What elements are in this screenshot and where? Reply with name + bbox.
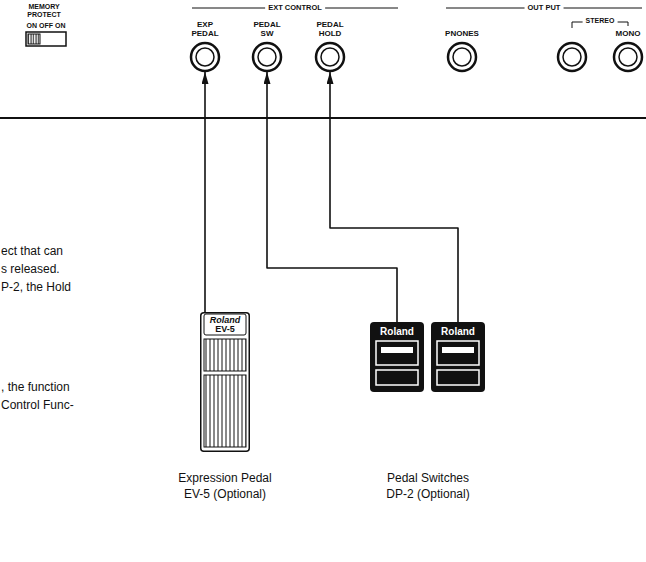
switch-positions: ON OFF ON bbox=[27, 22, 66, 30]
cable bbox=[330, 72, 458, 322]
jack-socket-inner bbox=[258, 48, 276, 66]
jack-socket bbox=[614, 43, 642, 71]
panel-edge bbox=[0, 117, 646, 119]
jack-label: PEDAL HOLD bbox=[313, 20, 347, 38]
model-name: EV-5 bbox=[200, 324, 250, 334]
jack-socket-inner bbox=[563, 48, 581, 66]
jack-socket-inner bbox=[196, 48, 214, 66]
pedal-caption: Expression Pedal EV-5 (Optional) bbox=[167, 470, 283, 502]
group-label: EXT CONTROL bbox=[265, 3, 325, 12]
switch-pad-bar bbox=[381, 347, 413, 353]
jack-socket: PEDAL SW bbox=[245, 18, 289, 72]
cable bbox=[267, 72, 397, 322]
pedal-switch: Roland bbox=[370, 322, 424, 392]
jack-socket: MONO bbox=[610, 18, 646, 72]
jack-socket-inner bbox=[321, 48, 339, 66]
jack-socket: EXP PEDAL bbox=[183, 18, 227, 72]
switch-pad bbox=[376, 341, 418, 365]
jack-socket: PEDAL HOLD bbox=[308, 18, 352, 72]
switch-base bbox=[376, 370, 418, 385]
body-text: , the function bbox=[1, 380, 70, 394]
switch-pad-bar bbox=[442, 347, 474, 353]
jack-socket bbox=[448, 43, 476, 71]
pedal-switch: Roland bbox=[431, 322, 485, 392]
pedal-ridges bbox=[204, 375, 246, 447]
jack-socket-inner bbox=[453, 48, 471, 66]
pedal-ridges bbox=[204, 339, 246, 371]
body-text: ect that can bbox=[1, 244, 63, 258]
brand-logo: Roland bbox=[200, 315, 250, 325]
switch-base bbox=[437, 370, 479, 385]
jack-socket bbox=[253, 43, 281, 71]
pedal-caption: Pedal Switches DP-2 (Optional) bbox=[378, 470, 478, 502]
cable bbox=[204, 72, 206, 312]
panel-label: MEMORY PROTECT bbox=[19, 3, 69, 19]
jack-label: PNONES bbox=[438, 29, 486, 38]
jack-socket-inner bbox=[619, 48, 637, 66]
jack-socket bbox=[316, 43, 344, 71]
body-text: s released. bbox=[1, 262, 60, 276]
body-text: Control Func- bbox=[1, 398, 74, 412]
body-text: P-2, the Hold bbox=[1, 280, 71, 294]
jack-socket bbox=[558, 43, 586, 71]
jack-label: MONO bbox=[612, 29, 644, 38]
slide-switch bbox=[26, 32, 66, 46]
jack-socket: PNONES bbox=[440, 18, 484, 72]
brand-logo: Roland bbox=[370, 326, 424, 337]
pedal-body bbox=[201, 313, 250, 452]
shape bbox=[440, 18, 484, 72]
switch-pad bbox=[437, 341, 479, 365]
shape bbox=[610, 18, 646, 72]
stereo-label: STEREO bbox=[583, 17, 618, 25]
switch-body bbox=[431, 322, 485, 392]
group-label: OUT PUT bbox=[525, 3, 564, 12]
jack-socket bbox=[191, 43, 219, 71]
switch-body bbox=[370, 322, 424, 392]
jack-label: PEDAL SW bbox=[250, 20, 284, 38]
switch-knob bbox=[28, 34, 40, 44]
brand-logo: Roland bbox=[431, 326, 485, 337]
expression-pedal: RolandEV-5Expression Pedal EV-5 (Optiona… bbox=[200, 312, 250, 452]
jack-label: EXP PEDAL bbox=[188, 20, 222, 38]
